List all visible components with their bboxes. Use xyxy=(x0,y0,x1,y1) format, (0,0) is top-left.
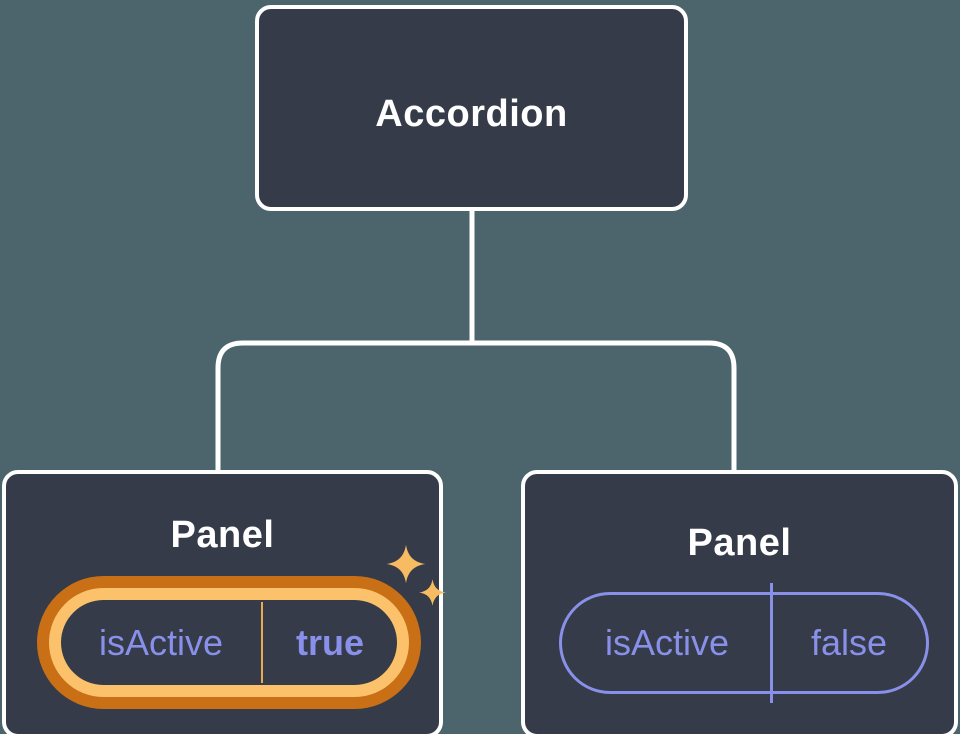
node-title: Panel xyxy=(170,514,275,556)
component-node-panel-inactive: Panel isActive false xyxy=(521,470,958,734)
state-name-label: isActive xyxy=(604,622,730,663)
state-pill-divider xyxy=(261,602,263,683)
sparkle-icon-large xyxy=(386,544,426,584)
node-title: Panel xyxy=(687,522,792,564)
node-title: Accordion xyxy=(375,93,568,135)
connector-bracket xyxy=(215,340,737,472)
state-pill-highlight-ring-outer: isActive true xyxy=(37,576,421,709)
state-pill-inactive: isActive false xyxy=(559,592,929,694)
state-name-label: isActive xyxy=(98,621,224,663)
state-value-label: false xyxy=(810,622,888,663)
component-node-accordion: Accordion xyxy=(255,5,688,211)
state-value-label: true xyxy=(295,621,364,663)
state-pill-divider xyxy=(770,583,773,703)
state-pill-highlight-ring-inner: isActive true xyxy=(49,588,409,697)
component-node-panel-active: Panel isActive true xyxy=(2,470,443,734)
state-pill-active: isActive true xyxy=(61,600,397,685)
sparkle-icon-small xyxy=(419,579,446,606)
